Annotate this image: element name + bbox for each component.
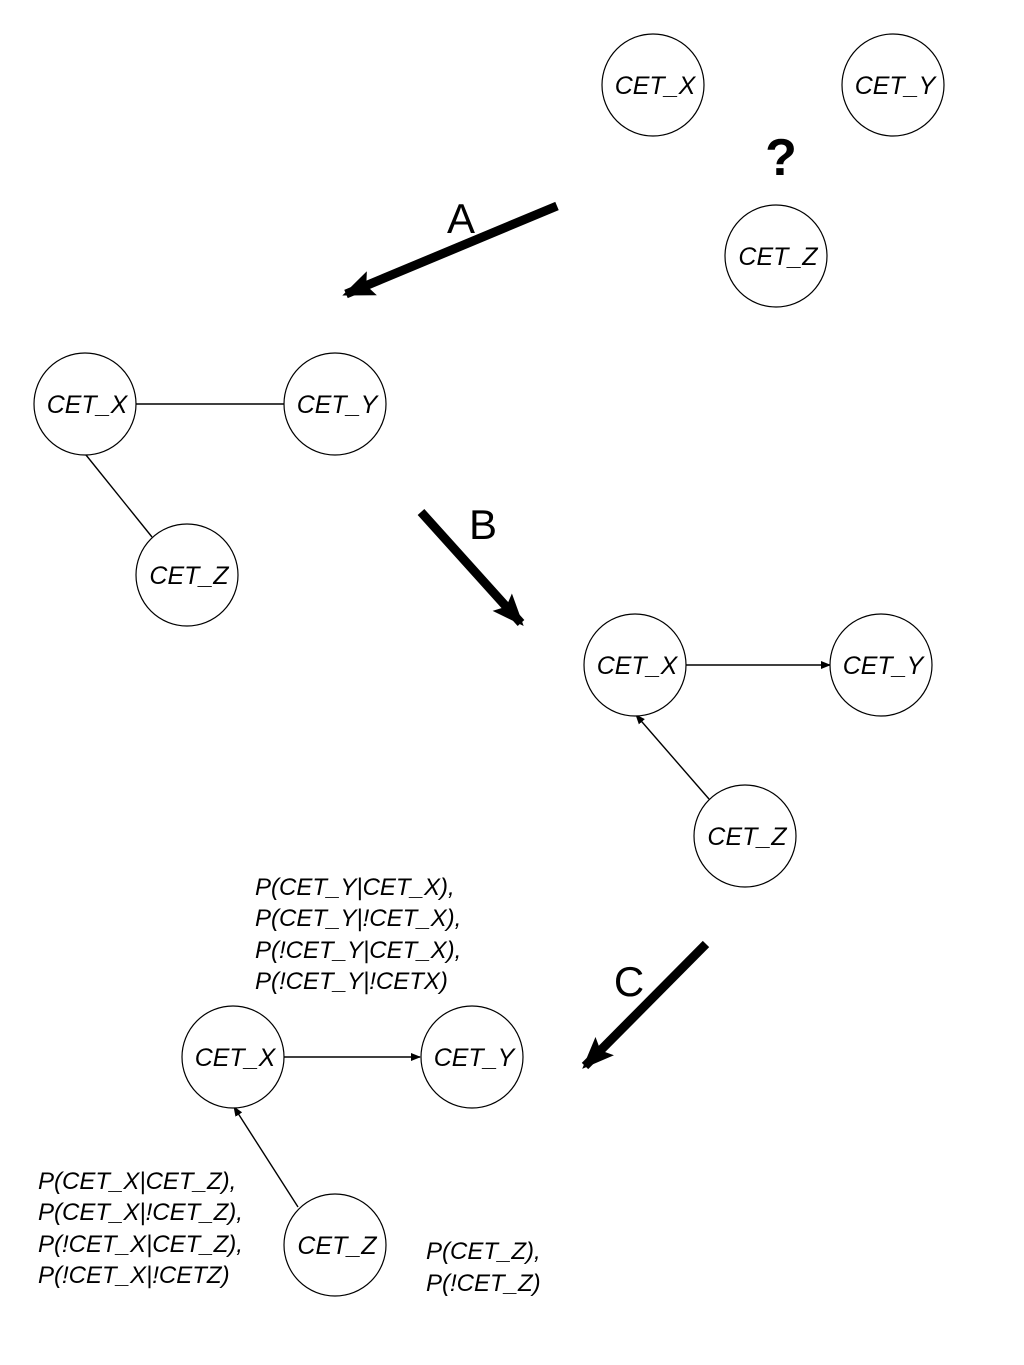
node-cet-x: CET_X	[601, 33, 705, 137]
stage-3-directed: CET_X CET_Y CET_Z	[583, 613, 933, 888]
question-mark: ?	[765, 129, 797, 187]
probability-text: P(CET_Y|CET_X),	[255, 874, 455, 901]
node-label: CET_X	[47, 391, 129, 419]
node-cet-z: CET_Z	[724, 204, 828, 308]
probability-text: P(CET_Z),	[426, 1238, 541, 1265]
cpt-cet-z: P(CET_Z), P(!CET_Z)	[426, 1238, 541, 1297]
node-label: CET_Z	[149, 562, 229, 590]
node-circle	[33, 352, 137, 456]
node-circle	[283, 352, 387, 456]
node-circle	[601, 33, 705, 137]
node-circle	[283, 1193, 387, 1297]
node-cet-x: CET_X	[583, 613, 687, 717]
probability-text: P(CET_Y|!CET_X),	[255, 905, 461, 932]
node-label: CET_Z	[297, 1232, 377, 1260]
edge-z-to-x	[233, 1106, 299, 1208]
stage-4-parameterized: CET_X CET_Y CET_Z P(CET_Y|CET_X), P(CET_…	[38, 874, 541, 1297]
step-a-arrow: A	[342, 195, 559, 299]
node-circle	[181, 1005, 285, 1109]
node-label: CET_Y	[843, 652, 926, 680]
node-cet-z: CET_Z	[283, 1193, 387, 1297]
edge-x-z	[85, 454, 153, 538]
node-circle	[420, 1005, 524, 1109]
edge-z-to-x	[635, 714, 710, 800]
step-a-label: A	[447, 195, 475, 242]
node-cet-y: CET_Y	[841, 33, 945, 137]
node-cet-y: CET_Y	[283, 352, 387, 456]
node-label: CET_X	[597, 652, 679, 680]
step-c-label: C	[614, 958, 644, 1005]
probability-text: P(CET_X|CET_Z),	[38, 1168, 236, 1195]
probability-text: P(!CET_Z)	[426, 1270, 541, 1297]
probability-text: P(!CET_X|!CETZ)	[38, 1262, 230, 1289]
arrow-a-shaft	[342, 201, 559, 299]
stage-1-unconnected: CET_X CET_Y CET_Z ?	[601, 33, 945, 308]
node-cet-y: CET_Y	[829, 613, 933, 717]
arrow-b-shaft	[417, 508, 525, 627]
node-cet-y: CET_Y	[420, 1005, 524, 1109]
node-circle	[583, 613, 687, 717]
cpt-cet-y: P(CET_Y|CET_X), P(CET_Y|!CET_X), P(!CET_…	[255, 874, 461, 995]
step-b-label: B	[469, 501, 497, 548]
node-circle	[135, 523, 239, 627]
node-label: CET_X	[615, 72, 697, 100]
node-label: CET_Z	[738, 243, 818, 271]
probability-text: P(CET_X|!CET_Z),	[38, 1199, 243, 1226]
node-cet-z: CET_Z	[135, 523, 239, 627]
node-cet-z: CET_Z	[693, 784, 797, 888]
node-circle	[841, 33, 945, 137]
node-label: CET_X	[195, 1044, 277, 1072]
probability-text: P(!CET_Y|CET_X),	[255, 937, 461, 964]
cpt-cet-x: P(CET_X|CET_Z), P(CET_X|!CET_Z), P(!CET_…	[38, 1168, 243, 1289]
node-label: CET_Y	[855, 72, 938, 100]
step-b-arrow: B	[417, 501, 525, 627]
node-circle	[693, 784, 797, 888]
probability-text: P(!CET_X|CET_Z),	[38, 1231, 243, 1258]
step-c-arrow: C	[581, 940, 710, 1070]
node-cet-x: CET_X	[181, 1005, 285, 1109]
node-cet-x: CET_X	[33, 352, 137, 456]
arrow-c-shaft	[581, 940, 710, 1070]
probability-text: P(!CET_Y|!CETX)	[255, 968, 448, 995]
node-label: CET_Z	[707, 823, 787, 851]
node-label: CET_Y	[434, 1044, 517, 1072]
node-label: CET_Y	[297, 391, 380, 419]
node-circle	[829, 613, 933, 717]
node-circle	[724, 204, 828, 308]
stage-2-skeleton: CET_X CET_Y CET_Z	[33, 352, 387, 627]
